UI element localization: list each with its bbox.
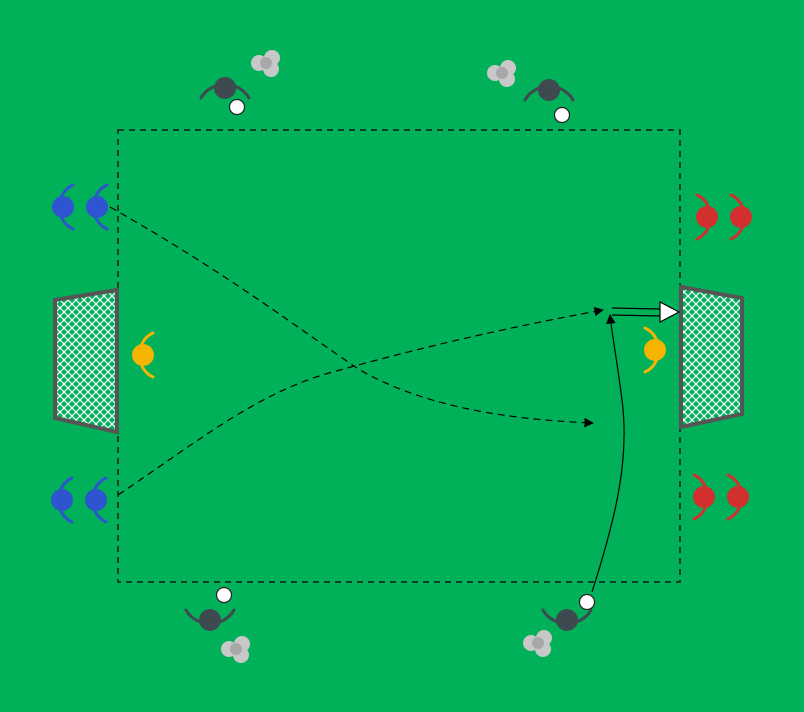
ball <box>228 98 246 116</box>
shot-arrow <box>611 301 681 323</box>
red-player-4 <box>726 473 749 521</box>
red-player-1 <box>695 193 718 241</box>
pass-arrow-2 <box>117 306 604 496</box>
goalkeeper-right <box>643 326 666 374</box>
server-top-left <box>199 77 251 100</box>
left-goal <box>53 287 119 435</box>
playing-area-boundary <box>117 129 681 583</box>
cone-cluster <box>523 630 552 657</box>
server-top-right <box>523 79 575 102</box>
cone-cluster <box>487 60 516 87</box>
ball <box>553 106 571 124</box>
blue-player-3 <box>51 476 74 524</box>
run-arrow <box>591 314 625 593</box>
server-bottom-right <box>541 608 593 631</box>
ball <box>578 593 596 611</box>
right-goal <box>679 284 744 430</box>
blue-player-4 <box>85 476 108 524</box>
blue-player-1 <box>52 183 75 231</box>
server-bottom-left <box>184 608 236 631</box>
cone-cluster <box>251 50 280 77</box>
cone-cluster <box>221 636 250 663</box>
red-player-3 <box>692 473 715 521</box>
pass-arrow-1 <box>109 206 594 428</box>
goalkeeper-left <box>132 331 155 379</box>
blue-player-2 <box>86 183 109 231</box>
red-player-2 <box>729 193 752 241</box>
ball <box>215 586 233 604</box>
